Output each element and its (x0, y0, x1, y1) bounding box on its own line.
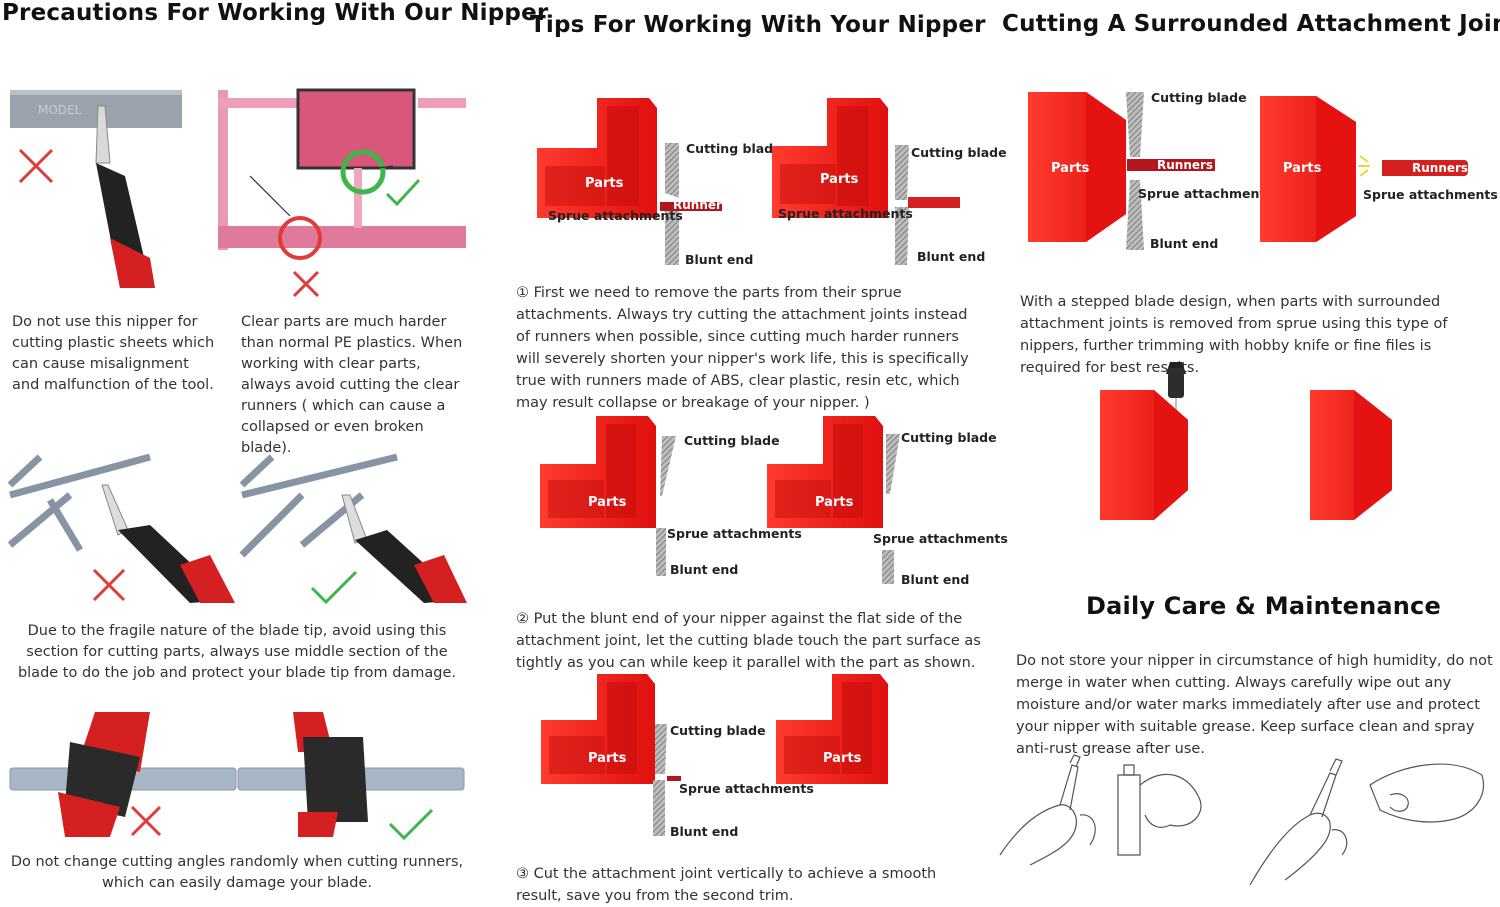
surrounded-joint-before (1028, 92, 1126, 242)
sprue-label: Sprue attachments (667, 526, 802, 541)
surrounded-joint-text: With a stepped blade design, when parts … (1020, 294, 1448, 376)
wrong-x-icon (92, 568, 126, 602)
cutting-blade-label: Cutting blade (670, 723, 766, 738)
cutting-angle-wrong-illustration (9, 712, 237, 837)
step2-diagram-left (540, 416, 656, 528)
sprue-label: Sprue attachments (1138, 186, 1273, 201)
wrong-x-icon (292, 270, 320, 298)
daily-care-heading: Daily Care & Maintenance (1086, 592, 1441, 620)
step3-diagram-left (541, 674, 655, 784)
runners-label: Runners (1412, 161, 1469, 175)
step1-blade-right (895, 145, 909, 265)
parts-label: Parts (585, 176, 624, 191)
blunt-end-label: Blunt end (1150, 236, 1219, 251)
runner-bar (908, 197, 960, 208)
parts-label: Parts (1051, 161, 1090, 176)
hand-wipe-sketch (999, 754, 1202, 866)
sprue-label: Sprue attachments (548, 208, 683, 223)
parts-label: Parts (588, 751, 627, 766)
tips-heading: Tips For Working With Your Nipper (530, 12, 986, 38)
right-check-icon (310, 570, 358, 605)
step1-diagram-right (772, 98, 888, 218)
sprue-label: Sprue attachments (1363, 187, 1498, 202)
cutting-blade-label: Cutting blade (684, 433, 780, 448)
blade-tip-wrong-illustration (7, 453, 235, 603)
blunt-end-label: Blunt end (685, 252, 754, 267)
blunt-end-label: Blunt end (901, 572, 970, 587)
parts-label: Parts (1283, 161, 1322, 176)
runners-label: Runners (673, 198, 730, 212)
step2-blade-right (882, 434, 900, 584)
parts-label: Parts (823, 751, 862, 766)
runner-stub (667, 776, 681, 781)
parts-label: Parts (588, 495, 627, 510)
cut-spark-icon (1358, 155, 1370, 177)
wrong-x-icon (18, 148, 54, 184)
precautions-heading: Precautions For Working With Our Nipper (2, 0, 549, 26)
step1-diagram-left (537, 98, 657, 218)
cutting-angle-right-illustration (237, 712, 465, 837)
svg-text:MODEL: MODEL (38, 103, 82, 117)
blade-middle-right-illustration (239, 453, 467, 603)
parts-label: Parts (820, 172, 859, 187)
hand-grease-sketch (1249, 758, 1484, 886)
cutting-blade-label: Cutting blade (901, 430, 997, 445)
runner-bar (1127, 159, 1215, 171)
daily-care-text: Do not store your nipper in circumstance… (1016, 653, 1493, 757)
right-check-icon (385, 178, 421, 207)
blunt-end-label: Blunt end (670, 824, 739, 839)
surrounded-joint-heading: Cutting A Surrounded Attachment Joint (1002, 11, 1500, 37)
sprue-label: Sprue attachments (778, 206, 913, 221)
step1-text: ① First we need to remove the parts from… (516, 285, 969, 411)
step2-text: ② Put the blunt end of your nipper again… (516, 611, 981, 671)
blunt-end-label: Blunt end (670, 562, 739, 577)
runner-bar (1382, 160, 1468, 176)
wrong-x-icon (130, 805, 162, 837)
step3-blade-left (653, 724, 667, 836)
clear-parts-illustration (218, 88, 466, 260)
surrounded-joint-blade (1126, 92, 1144, 250)
step3-text: ③ Cut the attachment joint vertically to… (516, 866, 937, 904)
cutting-blade-label: Cutting blade (911, 145, 1007, 160)
step1-blade-left (665, 143, 679, 265)
plastic-sheet-illustration: MODEL (10, 90, 182, 288)
step2-diagram-right (767, 416, 883, 528)
cutting-blade-label: Cutting blade (1151, 90, 1247, 105)
blunt-end-label: Blunt end (917, 249, 986, 264)
surrounded-joint-after (1260, 96, 1356, 242)
parts-label: Parts (815, 495, 854, 510)
blade-tip-warning: Due to the fragile nature of the blade t… (17, 623, 457, 681)
runner-bar (660, 202, 722, 211)
step2-blade-left (656, 436, 676, 576)
step3-diagram-right (776, 674, 888, 784)
file-trim-illustration (1100, 362, 1392, 520)
cutting-blade-label: Cutting blade (686, 141, 782, 156)
right-check-icon (388, 808, 434, 841)
sprue-label: Sprue attachments (679, 781, 814, 796)
clear-parts-warning: Clear parts are much harder than normal … (241, 314, 463, 456)
cutting-angle-warning: Do not change cutting angles randomly wh… (10, 854, 464, 891)
plastic-sheet-warning: Do not use this nipper for cutting plast… (12, 314, 215, 393)
runners-label: Runners (1157, 158, 1214, 172)
sprue-label: Sprue attachments (873, 531, 1008, 546)
